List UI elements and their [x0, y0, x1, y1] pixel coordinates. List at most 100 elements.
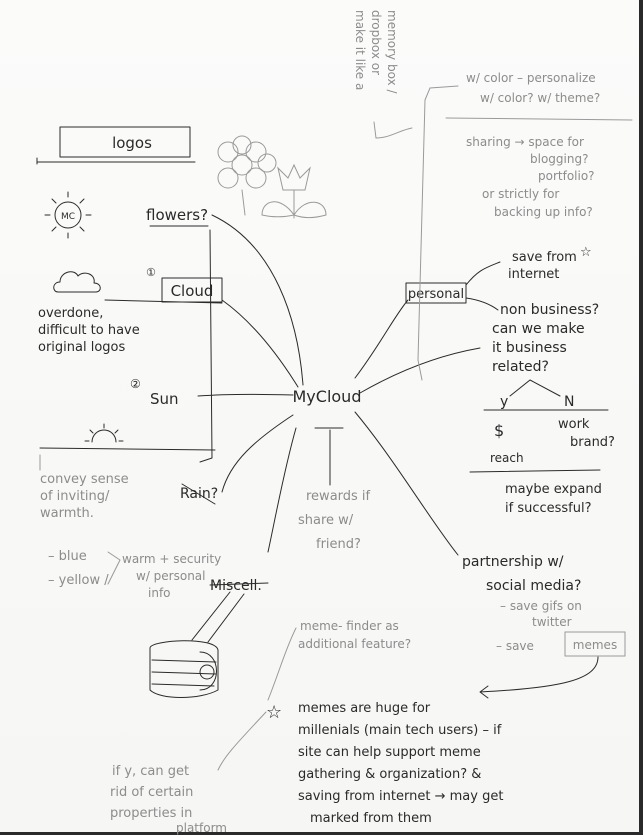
logos-box-frame — [59, 126, 191, 158]
line-to-personal — [354, 299, 409, 379]
memes-arrow — [479, 656, 599, 699]
line-to-miscell — [267, 427, 297, 553]
reach-label: reach — [490, 451, 524, 465]
vertical-note-line: make it like a — [353, 10, 367, 90]
left-bracket-line — [199, 229, 213, 463]
memes-box — [564, 631, 626, 657]
rain-strikethrough — [181, 483, 216, 505]
pencil-notes-left: convey sense of inviting/ warmth. – blue… — [39, 454, 221, 600]
color-note-line: w/ color – personalize — [466, 71, 596, 85]
memes-note-line: memes are huge for — [298, 701, 431, 716]
vertical-note-line: memory box / — [385, 10, 399, 94]
top-right-notes: make it like a dropbox or memory box / w… — [353, 10, 633, 381]
meme-finder-line — [267, 627, 297, 701]
expand-line: maybe expand — [505, 482, 602, 497]
tulip-icon — [261, 163, 327, 219]
branch-flowers: flowers? — [146, 206, 208, 224]
memes-note-line: site can help support meme — [298, 745, 481, 760]
mc-sun-icon: MC — [44, 191, 92, 239]
meme-finder-line-text: additional feature? — [298, 637, 411, 651]
rewards-line: share w/ — [298, 513, 354, 528]
line-to-nonbusiness — [359, 347, 481, 394]
cloud-note-line: difficult to have — [38, 323, 140, 338]
memes-note: memes are huge for millenials (main tech… — [298, 701, 503, 826]
rewards-note: rewards if share w/ friend? — [298, 489, 371, 552]
convey-line: of inviting/ — [40, 489, 110, 504]
branch-personal: personal — [408, 287, 464, 302]
save-from-line: save from — [512, 250, 577, 265]
misc-note: if y, can get rid of certain properties … — [110, 711, 267, 835]
color-note-line: w/ color? w/ theme? — [480, 91, 600, 105]
sharing-line: blogging? — [530, 152, 588, 166]
cloud-icon — [53, 271, 101, 293]
sharing-line: portfolio? — [538, 169, 595, 183]
logos-label: logos — [112, 134, 152, 152]
logos-box: logos — [36, 126, 196, 165]
line-to-rain — [221, 414, 294, 493]
bracket-top — [424, 85, 459, 101]
misc-note-line: rid of certain — [110, 785, 193, 800]
small-sun-icon — [39, 423, 216, 451]
partnership-line: social media? — [486, 578, 581, 594]
nonbiz-line: it business — [492, 340, 567, 356]
cloud-note-line: overdone, — [38, 306, 103, 321]
misc-note-line: if y, can get — [112, 764, 189, 779]
warm-line: warm + security — [122, 552, 221, 566]
miscell-strikethrough — [209, 582, 269, 586]
memes-note-line: millenials (main tech users) – if — [298, 723, 502, 738]
meme-finder-line-text: meme- finder as — [300, 619, 399, 633]
flower-icon — [217, 135, 277, 216]
work-brand-line: brand? — [570, 435, 615, 450]
color-blue: – blue — [48, 549, 87, 564]
star-symbol-small: ☆ — [580, 245, 592, 260]
right-bracket-line — [417, 99, 426, 381]
nonbiz-line: can we make — [492, 321, 585, 337]
rewards-line: rewards if — [306, 489, 371, 504]
answer-y: y — [500, 394, 508, 410]
line-to-nonbiz — [465, 297, 499, 311]
color-separator — [445, 117, 633, 121]
misc-note-line: properties in — [110, 806, 192, 821]
warm-line: info — [148, 586, 171, 600]
cloud-marker: ① — [146, 266, 156, 279]
gifs-line: – save gifs on — [500, 599, 582, 613]
convey-line: warmth. — [40, 506, 94, 521]
sun-baseline — [39, 447, 216, 451]
line-to-cloud — [221, 299, 299, 388]
line-to-sun — [197, 393, 294, 397]
warm-line: w/ personal — [136, 569, 206, 583]
memes-note-line: marked from them — [310, 811, 432, 826]
misc-note-connector — [217, 711, 267, 771]
meme-finder-note: meme- finder as additional feature? — [267, 619, 411, 701]
center-node-label: MyCloud — [293, 387, 362, 406]
branch-cloud: Cloud — [171, 282, 214, 300]
color-bracket — [107, 551, 121, 585]
vertical-note-line: dropbox or — [369, 10, 383, 75]
strictly-line: or strictly for — [482, 187, 559, 201]
strictly-line: backing up info? — [494, 205, 593, 219]
connector-lines — [197, 214, 481, 556]
expand-separator — [469, 469, 601, 473]
mc-sun-label: MC — [61, 212, 75, 222]
line-to-save-internet — [465, 261, 501, 286]
memes-box-label: memes — [573, 638, 617, 652]
yn-fork — [509, 379, 561, 397]
cloud-note-line: original logos — [38, 340, 125, 355]
personal-notes: save from ☆ internet non business? can w… — [469, 245, 615, 516]
branch-miscell: Miscell. — [210, 578, 262, 594]
partnership-line: partnership w/ — [462, 554, 564, 570]
expand-line: if successful? — [505, 501, 592, 516]
vertical-note-arrow — [373, 121, 413, 139]
cloud-box — [161, 277, 223, 303]
sun-marker: ② — [130, 377, 141, 391]
cloud-note: overdone, difficult to have original log… — [38, 306, 140, 355]
nonbiz-line: non business? — [500, 302, 599, 318]
color-yellow: – yellow / — [48, 573, 109, 588]
logos-box-underline — [36, 157, 196, 165]
misc-note-line: platform — [176, 821, 227, 835]
personal-box — [405, 282, 467, 304]
answer-n: N — [564, 394, 574, 410]
lawnmower-sketch — [149, 591, 245, 698]
